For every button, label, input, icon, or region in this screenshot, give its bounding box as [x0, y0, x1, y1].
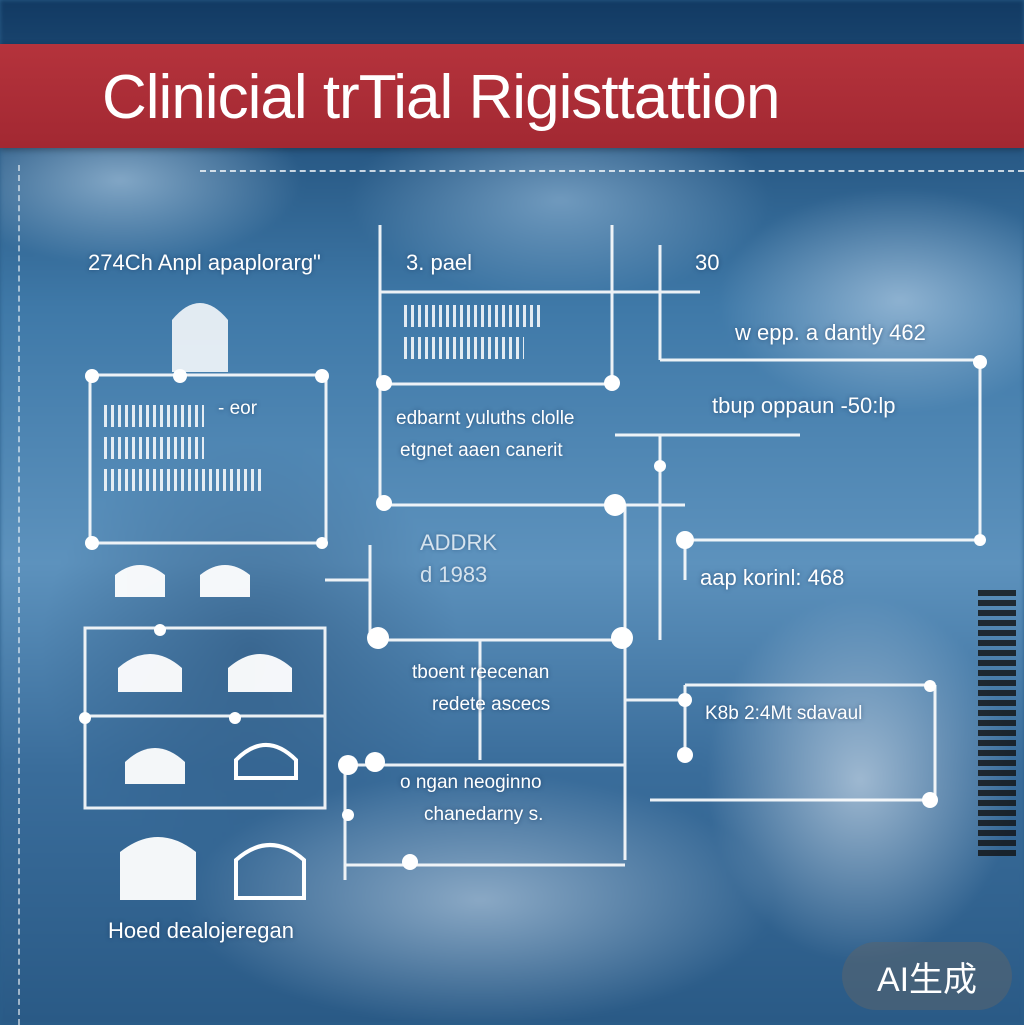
glyph-block-top [404, 305, 544, 369]
label-top-left: 274Ch Anpl apaplorarg" [88, 250, 321, 275]
label-mid-glyph-2: d 1983 [420, 562, 488, 587]
label-box-right: K8b 2:4Mt sdavaul [705, 703, 863, 724]
label-left-box: - eor [218, 398, 258, 419]
vertical-text-strip [978, 590, 1016, 860]
label-center-6: chanedarny s. [424, 804, 544, 825]
label-center-2: etgnet aaen canerit [400, 440, 563, 461]
title-banner [0, 44, 1024, 148]
label-center-3: tboent reecenan [412, 662, 550, 683]
glyph-block-left [104, 405, 264, 501]
label-center-1: edbarnt yuluths clolle [396, 408, 575, 429]
label-center-5: o ngan neoginno [400, 772, 542, 793]
label-mid-right: aap korinl: 468 [700, 565, 845, 590]
label-center-4: redete ascecs [432, 694, 551, 715]
label-mid-glyph: ADDRK [420, 530, 498, 555]
label-top-right: 30 [695, 250, 720, 275]
label-right-upper: w epp. a dantly 462 [735, 320, 926, 345]
divider-dashed-top [200, 170, 1024, 172]
label-right-mid: tbup oppaun -50:lp [712, 393, 896, 418]
label-top-mid: 3. pael [406, 250, 473, 275]
ai-generated-badge: AI生成 [842, 942, 1012, 1010]
banner-title: Clinicial trTial Rigisttattion [102, 63, 780, 132]
label-bottom-left: Hoed dealojeregan [108, 918, 294, 943]
divider-dashed-left [18, 165, 20, 1025]
